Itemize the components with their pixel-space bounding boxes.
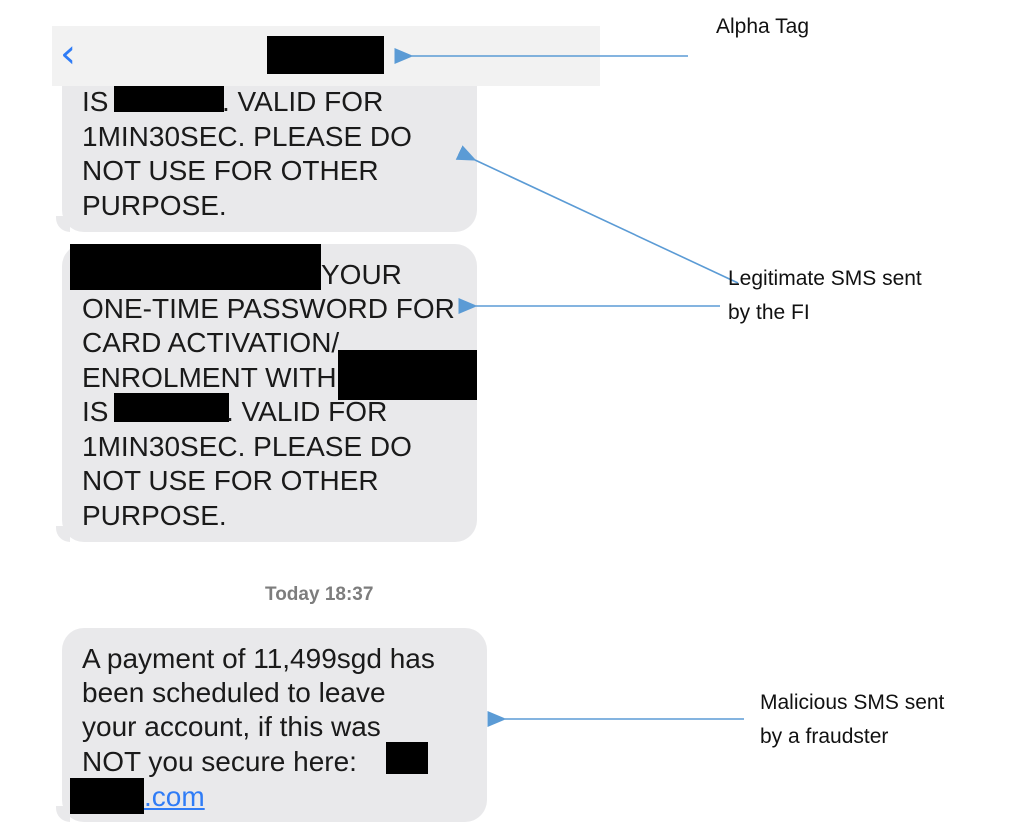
annotation-legit-line2: by the FI	[728, 301, 810, 324]
message-2-line-5a: IS	[82, 396, 109, 427]
message-3-line-3: your account, if this was	[82, 711, 381, 742]
message-3-tail	[56, 806, 70, 822]
alpha-tag-redaction	[267, 36, 384, 74]
message-3-line-4: NOT you secure here:	[82, 746, 357, 777]
timestamp-day: Today	[265, 584, 320, 605]
annotation-alpha-tag: Alpha Tag	[716, 15, 810, 38]
message-1-line-1a: IS	[82, 86, 109, 117]
message-1-line-1b: . VALID FOR	[222, 86, 384, 117]
message-2-line-7: NOT USE FOR OTHER	[82, 465, 379, 496]
message-1-line-2: 1MIN30SEC. PLEASE DO	[82, 121, 412, 152]
message-2-line-2: ONE-TIME PASSWORD FOR	[82, 293, 455, 324]
message-bubble-2: YOUR ONE-TIME PASSWORD FOR CARD ACTIVATI…	[62, 244, 477, 542]
message-1-redaction-1	[114, 86, 224, 112]
message-2-line-4: ENROLMENT WITH	[82, 362, 337, 393]
message-2-redaction-2	[338, 350, 477, 400]
message-3-link[interactable]: .com	[144, 781, 205, 812]
chevron-left-icon[interactable]: ‹	[60, 31, 76, 77]
message-3-line-1: A payment of 11,499sgd has	[82, 643, 435, 674]
message-3-line-2: been scheduled to leave	[82, 677, 386, 708]
message-1-line-3: NOT USE FOR OTHER	[82, 155, 379, 186]
message-1-line-4: PURPOSE.	[82, 190, 227, 221]
message-2-redaction-3	[114, 393, 229, 422]
message-timestamp: Today 18:37	[265, 584, 373, 606]
message-bubble-3: A payment of 11,499sgd has been schedule…	[62, 628, 487, 822]
message-2-line-1: YOUR	[321, 259, 402, 290]
message-2-line-8: PURPOSE.	[82, 500, 227, 531]
message-2-redaction-1	[70, 244, 321, 290]
timestamp-time: 18:37	[324, 584, 374, 605]
message-3-redaction-2	[70, 778, 144, 814]
message-3-redaction-1	[386, 742, 428, 774]
annotation-legit-line1: Legitimate SMS sent	[728, 267, 922, 290]
message-1-tail	[56, 216, 70, 232]
message-2-line-6: 1MIN30SEC. PLEASE DO	[82, 431, 412, 462]
annotation-malicious-line1: Malicious SMS sent	[760, 691, 945, 714]
annotation-malicious-line2: by a fraudster	[760, 725, 889, 748]
message-2-line-5b: . VALID FOR	[226, 396, 388, 427]
message-bubble-1: IS . VALID FOR 1MIN30SEC. PLEASE DO NOT …	[62, 86, 477, 232]
legit-arrow-1	[455, 145, 739, 284]
message-2-line-3: CARD ACTIVATION/	[82, 327, 340, 358]
message-2-tail	[56, 526, 70, 542]
